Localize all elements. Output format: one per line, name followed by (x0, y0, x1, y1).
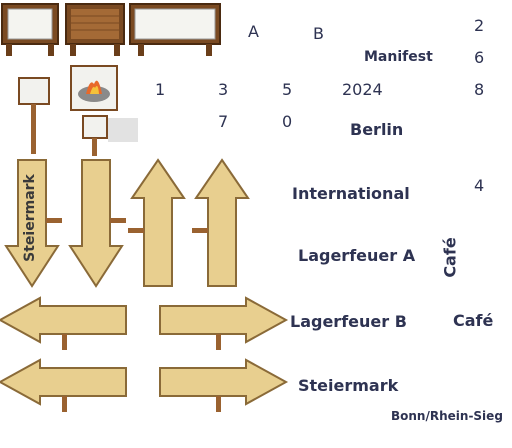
glyph-2024: 2024 (342, 80, 383, 99)
arrow-left-sign-2 (0, 358, 127, 412)
small-signs (18, 65, 138, 156)
arrow-up-sign-2 (192, 158, 250, 287)
label-cafe-vertical: Café (440, 237, 460, 278)
arrow-down-sign-1 (4, 159, 62, 288)
arrow-right-sign-2 (159, 358, 289, 412)
arrow-left-sign-1 (0, 296, 127, 350)
label-steiermark: Steiermark (298, 376, 399, 395)
small-post-sign (18, 77, 50, 154)
arrow-up-sign-1 (128, 158, 186, 287)
label-lagerfeuer-b: Lagerfeuer B (290, 312, 407, 331)
label-berlin: Berlin (350, 120, 404, 139)
notice-board-paper (1, 3, 59, 56)
arrow-down-sign-2 (68, 159, 126, 288)
campfire-sign (70, 65, 118, 111)
notice-board-wide (129, 3, 221, 56)
label-lagerfeuer-a: Lagerfeuer A (298, 246, 416, 265)
glyph-2: 2 (474, 16, 485, 35)
label-steiermark-vertical: Steiermark (21, 174, 38, 262)
notice-boards-row (1, 3, 221, 56)
glyph-a: A (248, 22, 259, 41)
arrow-right-sign-1 (159, 296, 289, 350)
glyph-6: 6 (474, 48, 485, 67)
glyph-3: 3 (218, 80, 229, 99)
glyph-8: 8 (474, 80, 485, 99)
glyph-4: 4 (474, 176, 485, 195)
glyph-b: B (313, 24, 324, 43)
label-manifest: Manifest (364, 49, 433, 65)
notice-board-wood (65, 3, 125, 56)
label-cafe: Café (453, 311, 494, 330)
horizontal-arrows (0, 296, 289, 412)
label-international: International (292, 184, 410, 203)
glyph-5: 5 (282, 80, 293, 99)
small-post-sign-2 (82, 115, 138, 156)
label-bonn: Bonn/Rhein-Sieg (391, 409, 503, 423)
glyph-1: 1 (155, 80, 166, 99)
glyph-0: 0 (282, 112, 293, 131)
glyph-7: 7 (218, 112, 229, 131)
vertical-arrows (4, 158, 250, 288)
